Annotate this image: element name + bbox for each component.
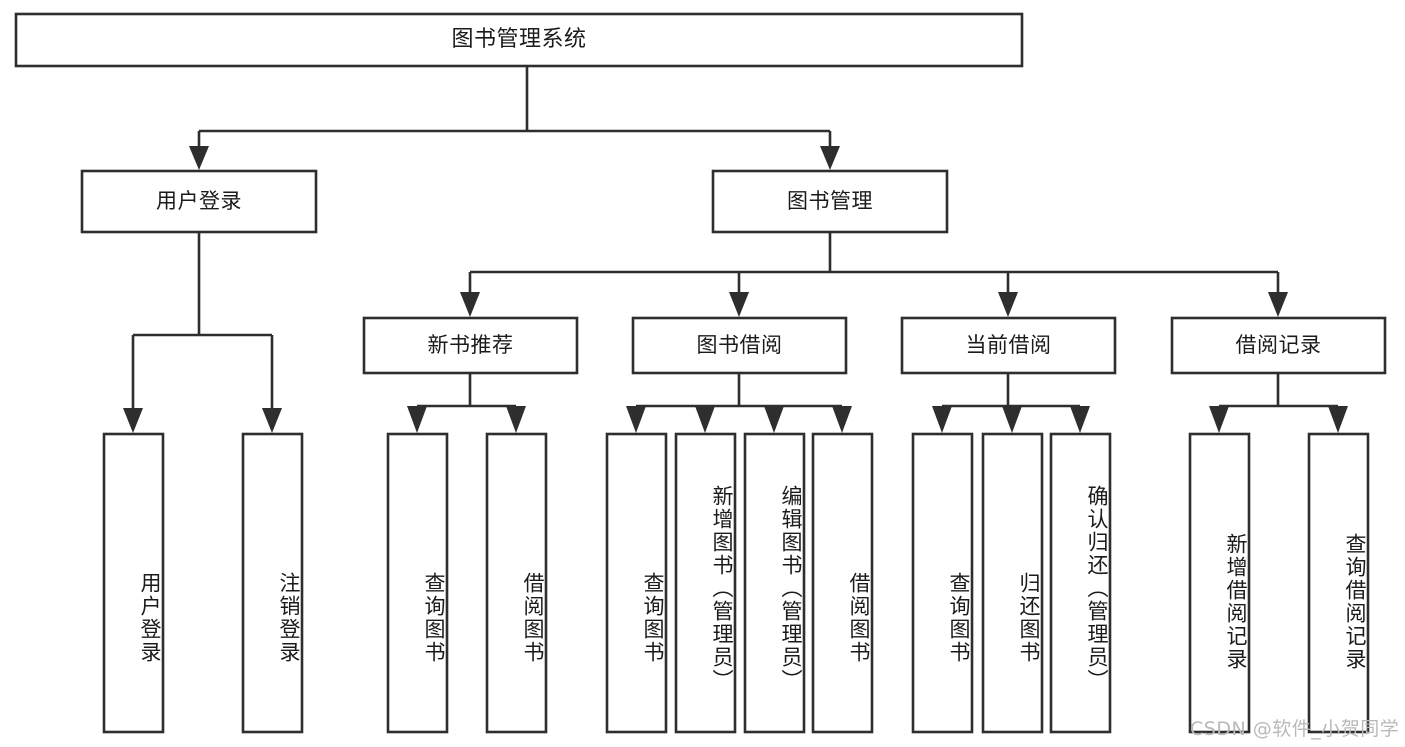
node-box-new-book-recommend[interactable] [362,316,579,375]
node-box-leaf-query-book-2[interactable] [605,432,668,734]
connector-book-borrow-to-leaves [626,373,852,433]
node-box-book-manage[interactable] [711,169,949,234]
arrow-head-leaf-query-book-3 [932,406,952,433]
node-box-leaf-return-book[interactable] [981,432,1044,734]
arrow-head-book-manage [820,146,840,170]
node-box-leaf-borrow-book-2[interactable] [811,432,874,734]
arrow-head-leaf-query-book-1 [407,406,427,433]
arrow-head-leaf-borrow-book-2 [832,406,852,433]
arrow-head-leaf-add-book [695,406,715,433]
node-box-borrow-record[interactable] [1170,316,1387,375]
arrow-head-leaf-return-book [1002,406,1022,433]
connector-current-borrow-to-leaves [932,373,1090,433]
node-box-leaf-confirm-return[interactable] [1049,432,1112,734]
node-box-book-borrow[interactable] [631,316,848,375]
arrow-head-leaf-edit-book [764,406,784,433]
node-box-current-borrow[interactable] [900,316,1117,375]
arrow-head-leaf-query-book-2 [626,406,646,433]
watermark-credit: CSDN @软件_小贺同学 [1190,718,1400,740]
arrow-head-leaf-user-login [123,408,143,433]
arrow-head-leaf-logout-login [262,408,282,433]
node-box-leaf-query-book-1[interactable] [386,432,449,734]
connector-book-manage-to-level3 [460,232,1288,317]
node-box-leaf-add-record[interactable] [1188,432,1251,734]
connector-borrow-record-to-leaves [1209,373,1348,433]
arrow-head-leaf-add-record [1209,406,1229,433]
arrow-head-leaf-borrow-book-1 [506,406,526,433]
arrow-head-leaf-query-record [1328,406,1348,433]
connector-new-book-recommend-to-leaves [407,373,526,433]
node-box-leaf-add-book[interactable] [674,432,737,734]
node-box-leaf-borrow-book-1[interactable] [485,432,548,734]
arrow-head-book-borrow [729,292,749,317]
arrow-head-new-book-recommend [460,292,480,317]
node-box-leaf-edit-book[interactable] [743,432,806,734]
arrow-head-leaf-confirm-return [1070,406,1090,433]
node-box-leaf-query-record[interactable] [1307,432,1370,734]
node-box-leaf-query-book-3[interactable] [911,432,974,734]
node-box-leaf-logout-login[interactable] [241,432,304,734]
node-box-leaf-user-login[interactable] [102,432,165,734]
connector-root-to-level2 [189,66,840,170]
arrow-head-current-borrow [998,292,1018,317]
arrow-head-user-login [189,146,209,170]
node-box-root[interactable] [14,12,1024,68]
connector-user-login-to-leaves [123,232,282,433]
arrow-head-borrow-record [1268,292,1288,317]
node-box-user-login[interactable] [80,169,318,234]
